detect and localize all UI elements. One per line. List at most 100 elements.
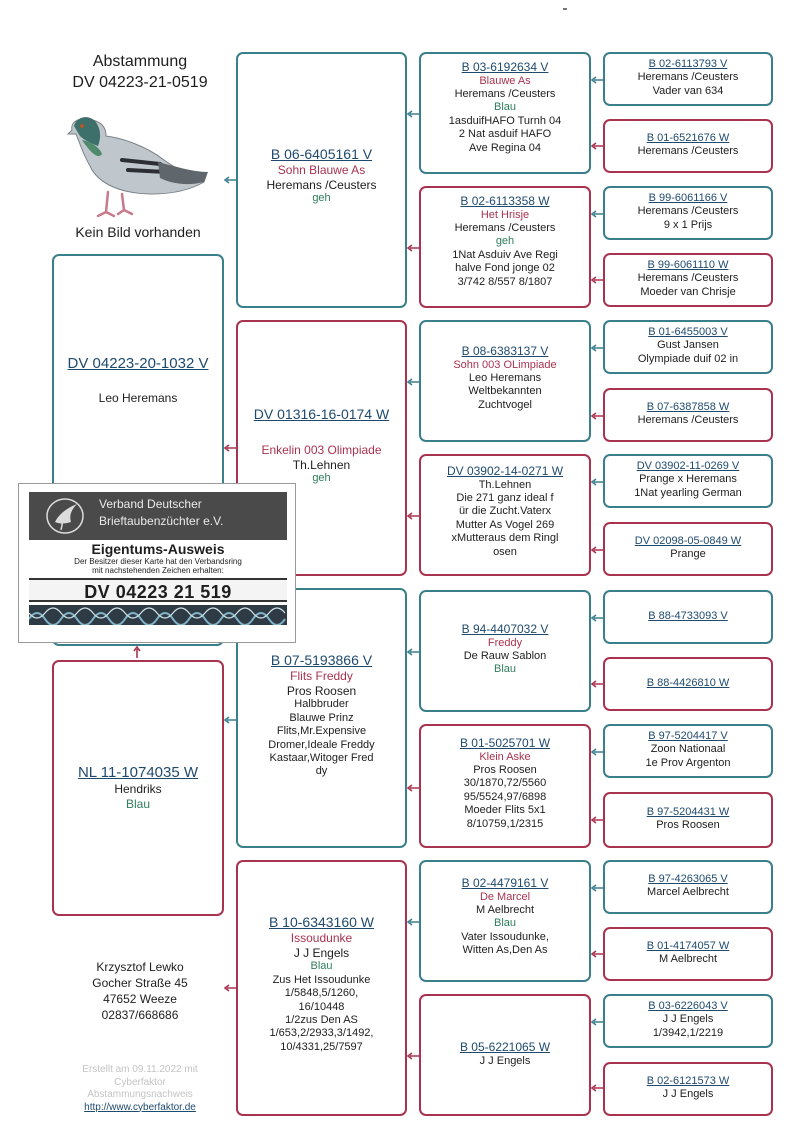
ring-number: B 94-4407032 V — [461, 622, 549, 636]
connector-arrow — [591, 142, 603, 150]
info-line: 1/653,2/2933,3/1492, — [269, 1027, 374, 1040]
g3-fmm: DV 03902-14-0271 W Th.Lehnen Die 271 gan… — [419, 454, 591, 576]
owner: Prange — [670, 548, 706, 561]
no-image-caption: Kein Bild vorhanden — [75, 224, 201, 240]
owner: Pros Roosen — [473, 764, 537, 777]
pigeon-illustration — [66, 117, 208, 218]
info-line: 3/742 8/557 8/1807 — [457, 275, 553, 288]
g3-ffm: B 02-6113358 W Het Hrisje Heremans /Ceus… — [419, 186, 591, 308]
pigeon-color: Blau — [493, 101, 517, 114]
owner: Heremans /Ceusters — [637, 71, 739, 84]
g4-7: DV 03902-11-0269 V Prange x Heremans 1Na… — [603, 454, 773, 508]
connector-arrow — [591, 276, 603, 284]
ring-number: DV 03902-14-0271 W — [446, 464, 564, 478]
g4-9: B 88-4733093 V — [603, 590, 773, 644]
ring-number: DV 03902-11-0269 V — [636, 460, 740, 472]
owner: Heremans /Ceusters — [454, 88, 556, 101]
breeder-street: Gocher Straße 45 — [92, 975, 188, 990]
g4-6: B 07-6387858 W Heremans /Ceusters — [603, 388, 773, 442]
owner: Pros Roosen — [286, 683, 357, 698]
owner: Th.Lehnen — [292, 457, 351, 472]
connector-arrow — [224, 984, 236, 992]
parent-mother: NL 11-1074035 W Hendriks Blau — [52, 660, 224, 916]
ring-number: B 07-5193866 V — [270, 652, 373, 668]
info-line: Olympiade duif 02 in — [637, 352, 739, 365]
pedigree-title: Abstammung DV 04223-21-0519 — [40, 52, 240, 94]
connector-arrow — [591, 478, 603, 486]
footer: Erstellt am 09.11.2022 mit Cyberfaktor A… — [60, 1064, 220, 1114]
owner: Leo Heremans — [98, 391, 178, 406]
g3-fmf: B 08-6383137 V Sohn 003 OLimpiade Leo He… — [419, 320, 591, 442]
ring-number: B 03-6226043 V — [648, 1000, 728, 1012]
ring-number: B 05-6221065 W — [459, 1040, 551, 1054]
pigeon-name: Issoudunke — [290, 931, 353, 946]
connector-arrow — [407, 378, 419, 386]
connector-arrow — [591, 816, 603, 824]
info-line: 1asduifHAFO Turnh 04 — [448, 114, 562, 127]
info-line: Dromer,Ideale Freddy — [268, 738, 375, 751]
owner: Heremans /Ceusters — [637, 145, 739, 158]
owner: M Aelbrecht — [475, 904, 535, 917]
org-line-1: Verband Deutscher — [99, 497, 202, 511]
ring-number: B 02-4479161 V — [461, 876, 549, 890]
ring-number: B 88-4733093 V — [648, 610, 728, 622]
title-label: Abstammung — [92, 53, 188, 70]
owner: Heremans /Ceusters — [637, 205, 739, 218]
owner: Marcel Aelbrecht — [647, 886, 729, 899]
info-line: Halbbruder — [294, 698, 349, 711]
owner: Th.Lehnen — [478, 478, 532, 491]
connector-arrow — [407, 918, 419, 926]
pigeon-color: geh — [312, 192, 331, 205]
card-title: Eigentums-Ausweis — [91, 541, 225, 557]
pigeon-name: Het Hrisje — [480, 208, 530, 221]
connector-arrow — [591, 680, 603, 688]
owner: Heremans /Ceusters — [637, 414, 739, 427]
g4-8: DV 02098-05-0849 W Prange — [603, 522, 773, 576]
ring-number: B 88-4426810 W — [646, 677, 730, 689]
info-line: 95/5524,97/6898 — [463, 790, 547, 803]
info-line: Mutter As Vogel 269 — [455, 518, 555, 531]
g3-mff: B 94-4407032 V Freddy De Rauw Sablon Bla… — [419, 590, 591, 712]
owner: Heremans /Ceusters — [266, 177, 377, 192]
ring-number: B 01-4174057 W — [646, 940, 730, 952]
info-line: 1/2zus Den AS — [285, 1013, 358, 1026]
pigeon-color: Blau — [310, 960, 333, 973]
pigeon-name: Klein Aske — [479, 750, 531, 763]
connector-arrow — [591, 76, 603, 84]
pigeon-color: geh — [312, 472, 331, 485]
g4-3: B 99-6061166 V Heremans /Ceusters 9 x 1 … — [603, 186, 773, 240]
footer-link[interactable]: http://www.cyberfaktor.de — [84, 1101, 196, 1113]
info-line: 2 Nat asduif HAFO — [458, 128, 552, 141]
ring-number: B 97-5204417 V — [648, 730, 728, 742]
pigeon-name: Enkelin 003 Olimpiade — [261, 443, 382, 458]
info-line: Moeder van Chrisje — [640, 285, 736, 298]
ring-number: B 02-6113358 W — [460, 194, 550, 208]
info-line: Zoon Nationaal — [650, 743, 726, 756]
ring-number: B 99-6061110 W — [647, 259, 729, 271]
card-ring-number: DV 04223 21 519 — [29, 578, 287, 602]
ring-number: B 99-6061166 V — [648, 192, 728, 204]
connector-arrow — [407, 244, 419, 252]
owner: Pros Roosen — [656, 819, 720, 832]
ownership-card: Verband Deutscher Brieftaubenzüchter e.V… — [18, 483, 296, 643]
pigeon-name: De Marcel — [479, 890, 531, 903]
info-line: 1/5848,5/1260, — [284, 987, 359, 1000]
connector-arrow — [591, 614, 603, 622]
connector-arrow — [224, 444, 236, 452]
owner: J J Engels — [662, 1088, 714, 1101]
connector-arrow — [407, 110, 419, 118]
ring-number: B 06-6405161 V — [270, 146, 373, 162]
info-line: Vader van 634 — [652, 84, 724, 97]
breeder-phone: 02837/668686 — [101, 1007, 179, 1022]
connector-arrow — [407, 648, 419, 656]
connector-arrow — [407, 784, 419, 792]
info-line: 16/10448 — [298, 1000, 345, 1013]
pigeon-name: Blauwe As — [479, 74, 531, 87]
ring-number: B 10-6343160 W — [268, 914, 375, 930]
info-line: Flits,Mr.Expensive — [276, 725, 367, 738]
ring-number: DV 04223-20-1032 V — [67, 355, 209, 372]
dove-logo-icon — [46, 498, 84, 534]
ring-number: DV 01316-16-0174 W — [253, 406, 390, 422]
footer-line-1: Erstellt am 09.11.2022 mit — [82, 1064, 198, 1075]
info-line: 10/4331,25/7597 — [280, 1040, 363, 1053]
